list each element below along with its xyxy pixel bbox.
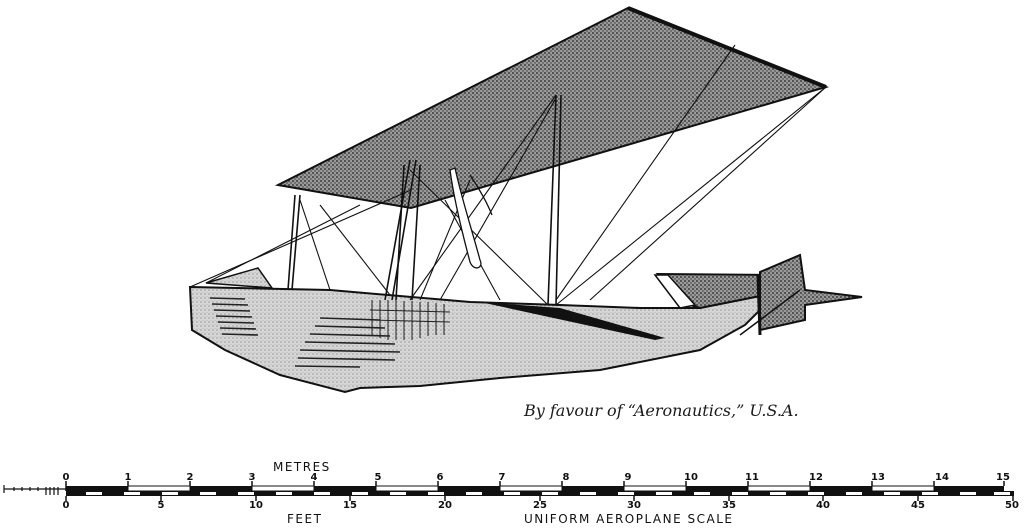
feet-tick: 25 (533, 500, 547, 511)
struts-and-rigging (189, 44, 827, 306)
metre-band (66, 485, 1004, 492)
metre-tick: 7 (498, 472, 506, 483)
feet-tick: 30 (627, 500, 641, 511)
feet-tick: 40 (816, 500, 830, 511)
scale-title: UNIFORM AEROPLANE SCALE (524, 512, 734, 526)
metre-tick: 3 (248, 472, 256, 483)
tail-assembly (653, 253, 863, 336)
feet-band (66, 491, 1014, 496)
hull (188, 267, 761, 394)
metre-tick: 8 (562, 472, 570, 483)
metre-tick: 14 (935, 472, 949, 483)
metre-tick: 11 (745, 472, 759, 483)
metre-tick: 15 (996, 472, 1010, 483)
metre-tick: 6 (436, 472, 444, 483)
feet-label: FEET (287, 512, 323, 526)
feet-tick: 20 (438, 500, 452, 511)
feet-tick: 35 (722, 500, 736, 511)
feet-tick: 5 (157, 500, 165, 511)
metre-tick: 0 (62, 472, 70, 483)
feet-tick: 50 (1005, 500, 1019, 511)
feet-tick: 10 (249, 500, 263, 511)
feet-tick: 45 (911, 500, 925, 511)
metre-tick: 9 (624, 472, 632, 483)
metre-tick: 4 (310, 472, 318, 483)
figure-caption: By favour of “Aeronautics,” U.S.A. (524, 401, 799, 420)
feet-tick: 15 (343, 500, 357, 511)
metre-tick: 1 (124, 472, 132, 483)
metre-tick: 13 (871, 472, 885, 483)
metre-tick: 5 (374, 472, 382, 483)
flying-boat-illustration (188, 6, 863, 394)
feet-tick: 0 (62, 500, 70, 511)
scale-bar (3, 481, 1014, 501)
upper-wing (274, 6, 830, 210)
metre-tick: 10 (684, 472, 698, 483)
metre-tick: 12 (809, 472, 823, 483)
metres-label: METRES (273, 460, 331, 474)
metre-tick: 2 (186, 472, 194, 483)
